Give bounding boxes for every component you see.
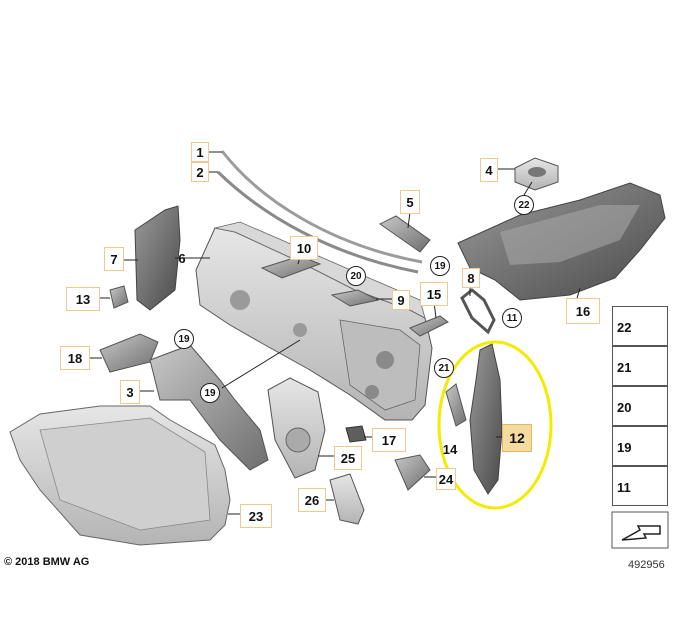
callout-9: 9: [392, 290, 410, 310]
part-17-block: [345, 425, 367, 443]
callout-23: 23: [240, 504, 272, 528]
circled-ref-22: 22: [514, 195, 534, 215]
legend-cell-19: 19: [612, 426, 668, 466]
legend-number: 20: [617, 400, 632, 415]
part-7-insulation: [134, 205, 181, 311]
part-1-seal-strip: [220, 150, 423, 264]
callout-6: 6: [178, 250, 186, 266]
callout-8: 8: [462, 268, 480, 288]
leader-5: [407, 211, 411, 229]
part-12-insulation: [469, 343, 503, 495]
direction-arrow-icon: [621, 525, 661, 541]
circled-ref-19-top: 19: [430, 256, 450, 276]
part-2-seal-strip: [216, 170, 419, 274]
callout-4: 4: [480, 158, 498, 182]
part-9-strip: [330, 289, 380, 307]
part-3-pillar: [149, 344, 269, 471]
callout-17: 17: [372, 428, 406, 452]
callout-25: 25: [334, 446, 362, 470]
part-8-bracket: [460, 288, 496, 335]
leader-22: [523, 181, 533, 196]
callout-26: 26: [298, 488, 326, 512]
part-26-strip: [329, 473, 365, 525]
leader-19b: [221, 339, 301, 389]
circled-ref-11: 11: [502, 308, 522, 328]
callout-14: 14: [442, 441, 458, 457]
callout-18: 18: [60, 346, 90, 370]
copyright-text: © 2018 BMW AG: [4, 556, 90, 568]
callout-3: 3: [120, 380, 140, 404]
legend-number: 22: [617, 320, 632, 335]
part-14-bracket: [445, 383, 467, 427]
legend-number: 19: [617, 440, 632, 455]
callout-15: 15: [420, 282, 448, 306]
legend-cell-22: 22: [612, 306, 668, 346]
legend-number: 21: [617, 360, 632, 375]
circled-ref-21: 21: [434, 358, 454, 378]
callout-12: 12: [502, 424, 532, 452]
callout-16: 16: [566, 298, 600, 324]
callout-7: 7: [104, 247, 124, 271]
part-15-bracket: [409, 315, 449, 337]
callout-5: 5: [400, 190, 420, 214]
callout-2: 2: [191, 162, 209, 182]
part-18-bracket: [99, 333, 159, 373]
circled-ref-19-low: 19: [200, 383, 220, 403]
legend-cell-21: 21: [612, 346, 668, 386]
part-13-clip: [109, 285, 129, 309]
diagram-number: 492956: [628, 559, 665, 571]
part-10-strip: [260, 255, 322, 279]
callout-10: 10: [290, 236, 318, 260]
legend-cell-20: 20: [612, 386, 668, 426]
legend-cell-11: 11: [612, 466, 668, 506]
callout-24: 24: [436, 468, 456, 490]
part-5-bracket: [379, 215, 431, 253]
callout-13: 13: [66, 287, 100, 311]
circled-ref-19-mid: 19: [174, 329, 194, 349]
circled-ref-20: 20: [346, 266, 366, 286]
legend-number: 11: [617, 480, 631, 495]
highlight-ellipse: [437, 340, 553, 510]
part-24-plate: [394, 454, 431, 491]
callout-1: 1: [191, 142, 209, 162]
